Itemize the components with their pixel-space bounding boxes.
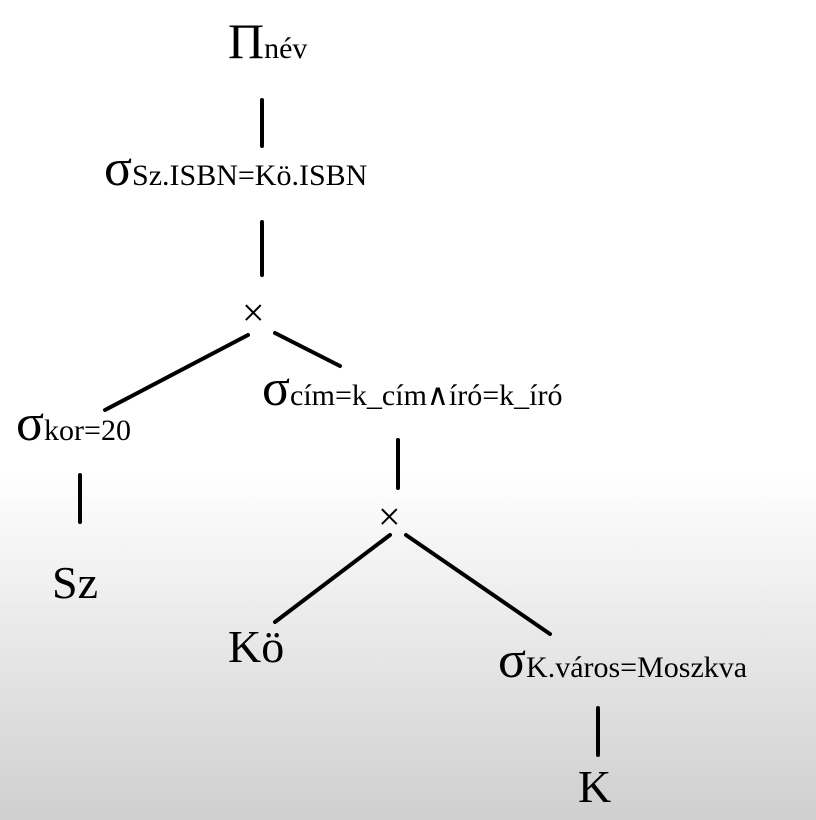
select-isbn-node: σSz.ISBN=Kö.ISBN <box>104 143 367 195</box>
relation-k-node: K <box>578 764 611 810</box>
select-kor-node: σkor=20 <box>16 398 131 450</box>
select-cim-condition: cím=k_cím∧író=k_író <box>290 379 563 412</box>
relation-k-label: K <box>578 761 612 812</box>
relation-sz-node: Sz <box>52 560 98 606</box>
select-varos-condition: K.város=Moszkva <box>526 651 748 684</box>
projection-attribute: név <box>264 32 308 65</box>
edge-cross-bottom-select-varos <box>404 533 552 636</box>
projection-node: Πnév <box>228 16 307 66</box>
cross-top-node: × <box>242 293 265 333</box>
select-kor-condition: kor=20 <box>44 414 131 447</box>
select-varos-symbol: σ <box>498 632 527 689</box>
edge-cross-top-select-cim <box>273 331 342 368</box>
relation-sz-label: Sz <box>52 557 98 608</box>
cross-top-symbol: × <box>242 290 265 335</box>
projection-symbol: Π <box>228 13 265 69</box>
select-isbn-condition: Sz.ISBN=Kö.ISBN <box>132 159 368 192</box>
select-kor-symbol: σ <box>16 395 45 452</box>
cross-bottom-symbol: × <box>378 494 401 539</box>
edge-cross-top-select-kor <box>103 333 250 412</box>
select-isbn-symbol: σ <box>104 140 133 197</box>
cross-bottom-node: × <box>378 497 401 537</box>
select-cim-node: σcím=k_cím∧író=k_író <box>262 363 562 415</box>
relation-ko-node: Kö <box>228 624 284 670</box>
select-cim-symbol: σ <box>262 360 291 417</box>
edge-cross-bottom-ko <box>273 533 392 624</box>
relation-ko-label: Kö <box>228 621 285 672</box>
select-varos-node: σK.város=Moszkva <box>498 635 747 687</box>
